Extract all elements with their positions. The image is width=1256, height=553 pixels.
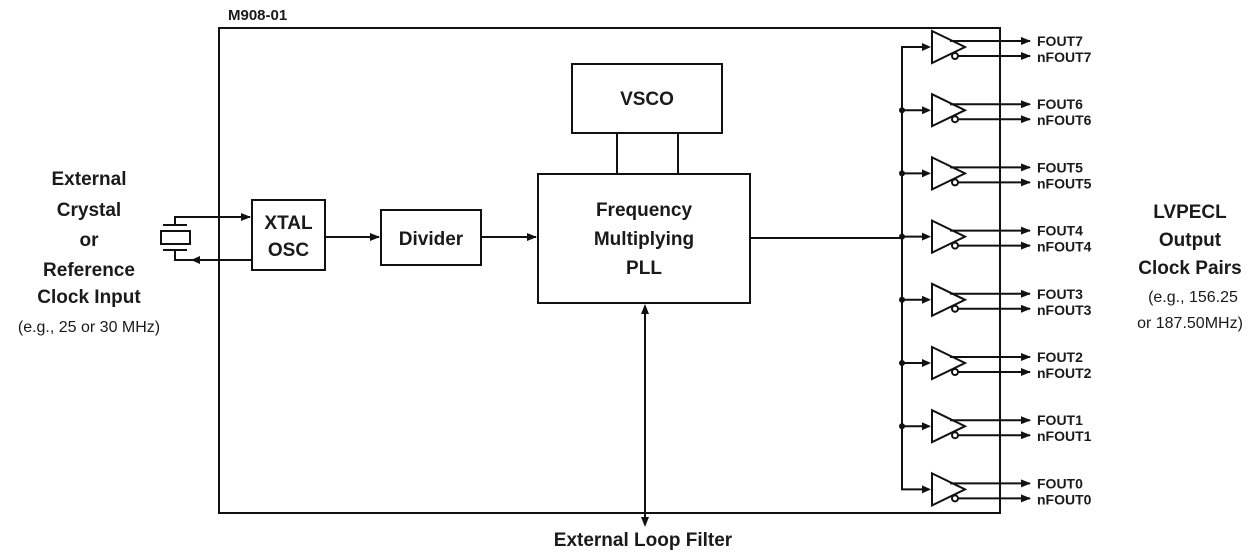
output-pin-label: nFOUT4 <box>1037 239 1092 255</box>
input-description: External Crystal or Reference Clock Inpu… <box>18 169 160 336</box>
output-pin-label: nFOUT6 <box>1037 112 1092 128</box>
buffer-icon <box>931 282 968 318</box>
input-label-line: Reference <box>43 260 135 281</box>
chip-boundary <box>218 27 1001 514</box>
pll-label: PLL <box>626 258 662 279</box>
buffer-icon <box>931 219 968 255</box>
output-pin-label: FOUT0 <box>1037 475 1083 491</box>
input-label-line: External <box>52 169 127 190</box>
output-pin-label: FOUT2 <box>1037 349 1083 365</box>
buffer-icon <box>931 92 968 128</box>
vsco-block: VSCO <box>571 63 723 134</box>
output-label-line: Clock Pairs <box>1138 258 1242 279</box>
buffer-icon <box>931 408 968 444</box>
pll-label: Frequency <box>596 200 693 221</box>
output-pin-label: FOUT7 <box>1037 33 1083 49</box>
output-pin-label: FOUT3 <box>1037 286 1083 302</box>
output-pin-label: FOUT6 <box>1037 96 1083 112</box>
clock-distribution-bus <box>901 46 929 491</box>
output-frequency-note: (e.g., 156.25 <box>1148 289 1238 306</box>
output-pin-label: nFOUT2 <box>1037 365 1092 381</box>
output-pin-label: FOUT1 <box>1037 412 1083 428</box>
output-label-line: Output <box>1159 230 1222 251</box>
input-frequency-note: (e.g., 25 or 30 MHz) <box>18 319 160 336</box>
inverter-bubble <box>951 304 959 313</box>
output-pin-label: FOUT4 <box>1037 223 1083 239</box>
junction-dot <box>899 170 905 177</box>
inverter-bubble <box>951 52 959 60</box>
output-description: LVPECL Output Clock Pairs (e.g., 156.25 … <box>1137 202 1243 332</box>
inverter-bubble <box>951 368 959 376</box>
pll-label: Multiplying <box>594 229 694 250</box>
buffer-icon <box>931 345 968 381</box>
output-pin-label: nFOUT0 <box>1037 491 1092 507</box>
input-label-line: Crystal <box>57 200 121 221</box>
inverter-bubble <box>951 178 959 187</box>
input-label-line: or <box>80 230 100 251</box>
output-label-line: LVPECL <box>1153 202 1227 223</box>
output-frequency-note: or 187.50MHz) <box>1137 315 1243 332</box>
buffer-icon <box>931 471 968 507</box>
output-buffers: FOUT7nFOUT7FOUT6nFOUT6FOUT5nFOUT5FOUT4nF… <box>899 29 1092 507</box>
junction-dot <box>899 423 905 430</box>
input-label-line: Clock Input <box>37 287 141 308</box>
chip-part-number: M908-01 <box>228 7 287 24</box>
vsco-label: VSCO <box>620 89 674 110</box>
crystal-icon <box>160 213 252 264</box>
output-pin-label: nFOUT3 <box>1037 302 1092 318</box>
output-pin-label: nFOUT1 <box>1037 428 1092 444</box>
junction-dot <box>899 360 905 366</box>
buffer-icon <box>931 29 968 65</box>
divider-block: Divider <box>380 209 482 266</box>
inverter-bubble <box>951 494 959 503</box>
junction-dot <box>899 107 905 114</box>
xtal-osc-label: OSC <box>268 240 309 261</box>
buffer-icon <box>931 155 968 191</box>
junction-dot <box>899 296 905 303</box>
output-pin-label: nFOUT7 <box>1037 49 1092 65</box>
xtal-osc-block: XTAL OSC <box>251 199 326 271</box>
junction-dot <box>899 233 905 240</box>
loop-filter-connection <box>641 304 649 527</box>
inverter-bubble <box>951 241 959 250</box>
output-pin-label: FOUT5 <box>1037 159 1083 175</box>
inverter-bubble <box>951 431 959 440</box>
inverter-bubble <box>951 115 959 124</box>
xtal-osc-label: XTAL <box>264 213 313 234</box>
loop-filter-label: External Loop Filter <box>554 530 733 551</box>
divider-label: Divider <box>399 229 464 250</box>
pll-block: Frequency Multiplying PLL <box>537 173 751 304</box>
output-pin-label: nFOUT5 <box>1037 175 1092 191</box>
